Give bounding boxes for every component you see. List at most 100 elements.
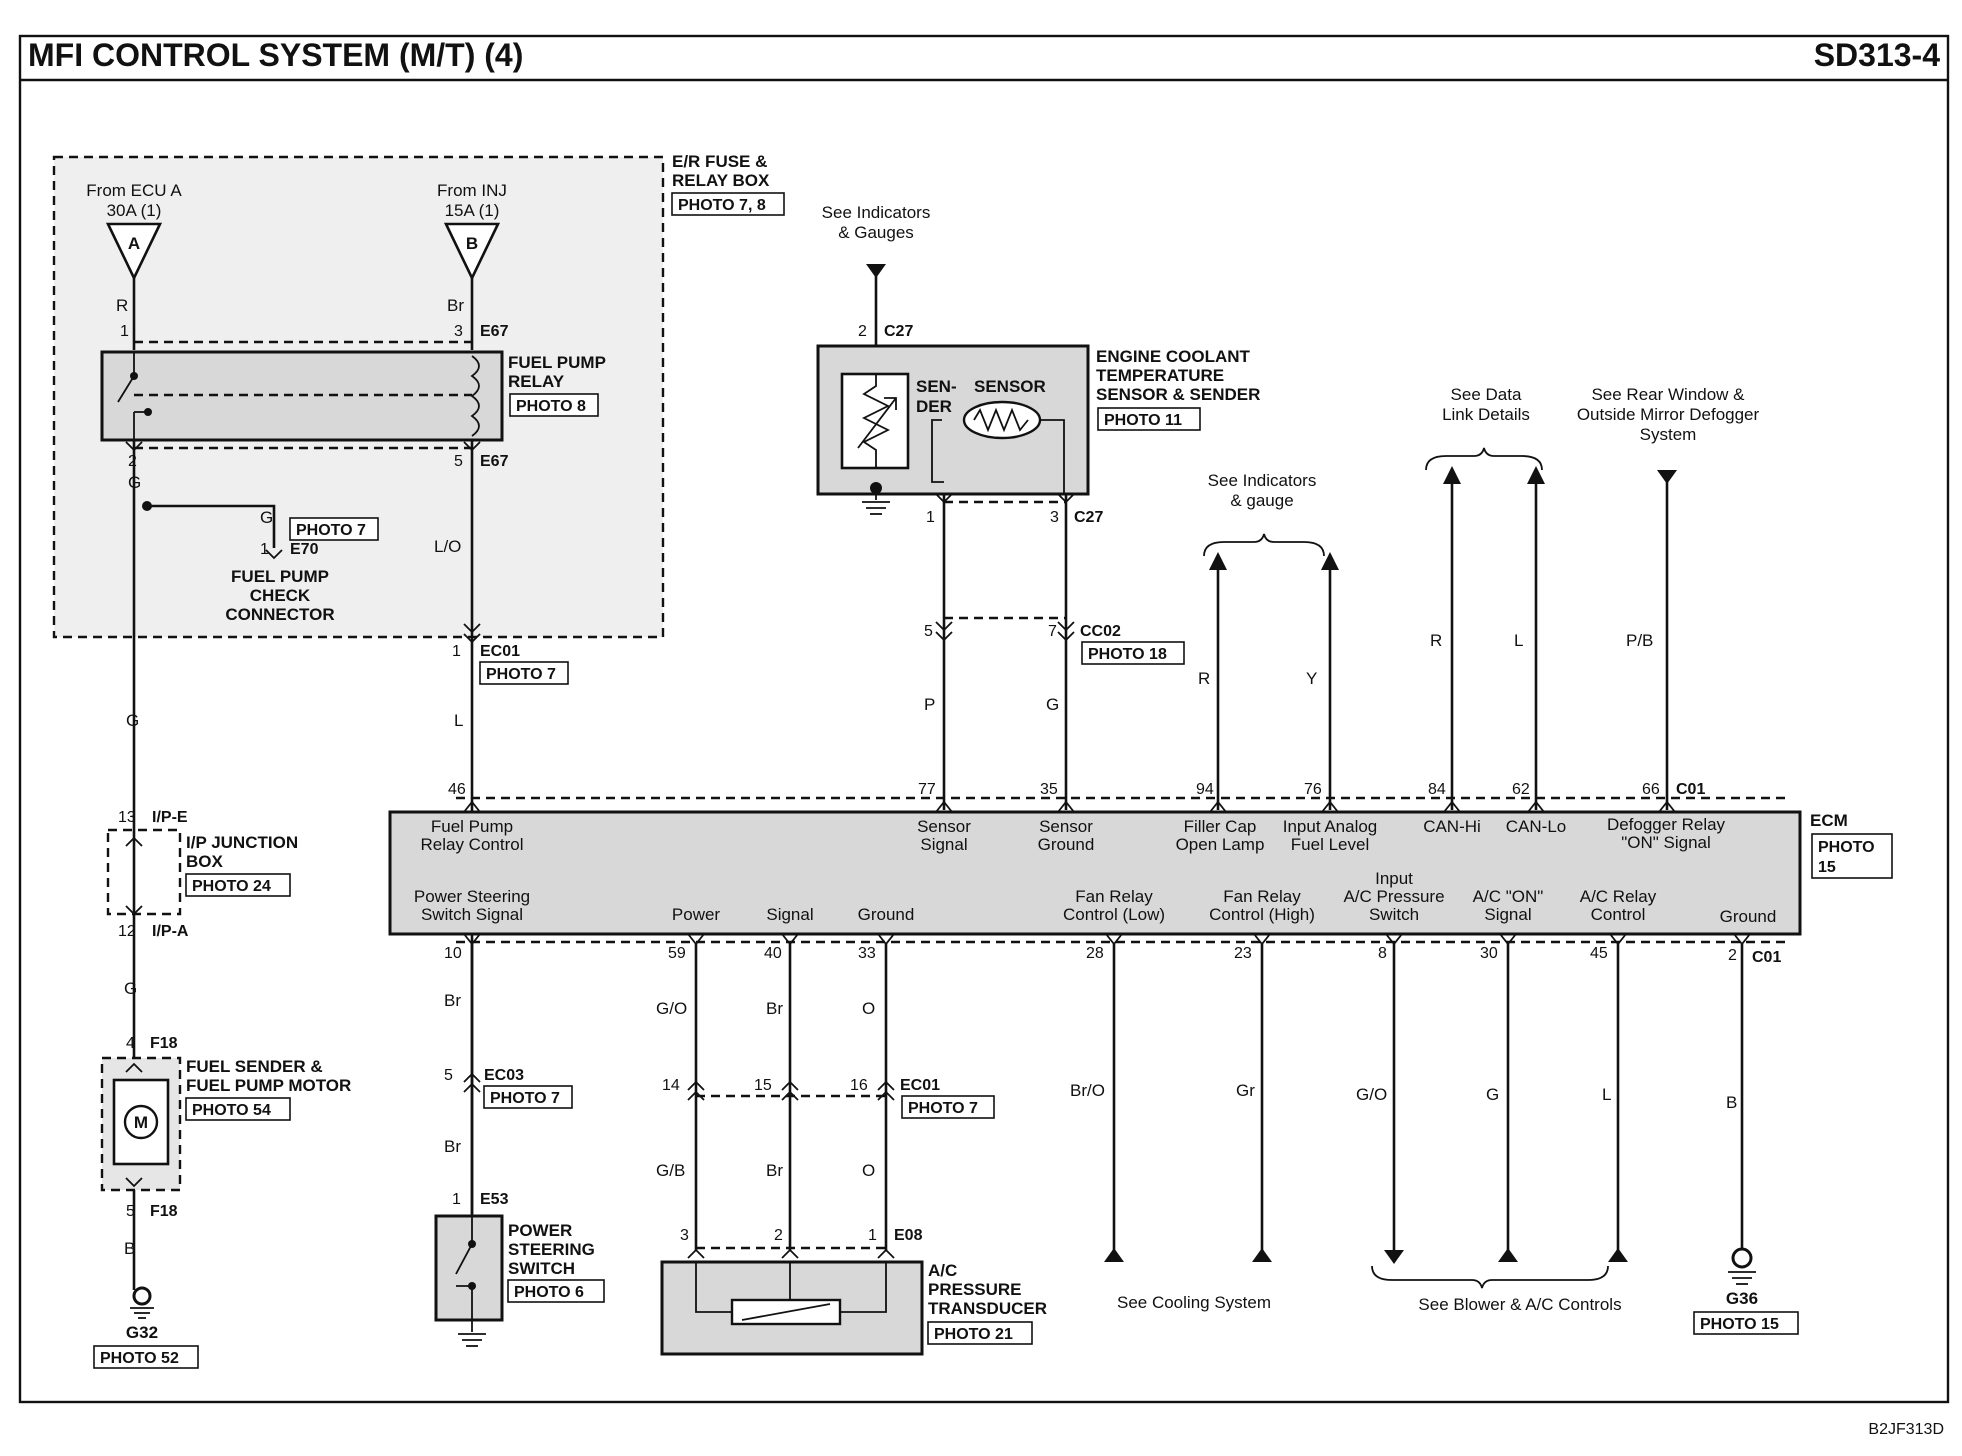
svg-text:Br: Br bbox=[444, 1137, 461, 1156]
svg-text:5: 5 bbox=[444, 1067, 453, 1084]
svg-text:RELAY: RELAY bbox=[508, 372, 565, 391]
svg-text:G/O: G/O bbox=[656, 999, 687, 1018]
svg-text:5: 5 bbox=[454, 453, 463, 470]
svg-text:16: 16 bbox=[850, 1077, 868, 1094]
svg-text:40: 40 bbox=[764, 945, 782, 962]
svg-text:E67: E67 bbox=[480, 453, 509, 470]
svg-text:CHECK: CHECK bbox=[250, 586, 311, 605]
svg-text:Link Details: Link Details bbox=[1442, 405, 1530, 424]
source-b-triangle bbox=[443, 222, 501, 281]
svg-text:1: 1 bbox=[452, 1191, 461, 1208]
svg-text:76: 76 bbox=[1304, 781, 1322, 798]
ecm-module bbox=[388, 810, 1802, 936]
svg-text:BOX: BOX bbox=[186, 852, 224, 871]
svg-text:28: 28 bbox=[1086, 945, 1104, 962]
svg-text:C01: C01 bbox=[1676, 781, 1705, 798]
svg-text:ENGINE COOLANT: ENGINE COOLANT bbox=[1096, 347, 1251, 366]
svg-text:B: B bbox=[124, 1239, 135, 1258]
svg-text:Switch Signal: Switch Signal bbox=[421, 905, 523, 924]
svg-text:Sensor: Sensor bbox=[917, 817, 971, 836]
svg-text:SENSOR & SENDER: SENSOR & SENDER bbox=[1096, 385, 1260, 404]
svg-text:G/B: G/B bbox=[656, 1161, 685, 1180]
source-a-triangle bbox=[105, 222, 163, 281]
svg-text:7: 7 bbox=[1048, 623, 1057, 640]
svg-text:Switch: Switch bbox=[1369, 905, 1419, 924]
svg-text:G36: G36 bbox=[1726, 1289, 1758, 1308]
ec01-top-photo: PHOTO 7 bbox=[486, 666, 556, 683]
ps-switch-photo: PHOTO 6 bbox=[514, 1284, 584, 1301]
svg-text:E08: E08 bbox=[894, 1227, 923, 1244]
svg-text:Y: Y bbox=[1306, 669, 1317, 688]
svg-text:L: L bbox=[454, 711, 463, 730]
svg-text:FUEL PUMP MOTOR: FUEL PUMP MOTOR bbox=[186, 1076, 351, 1095]
svg-text:A/C Relay: A/C Relay bbox=[1580, 887, 1657, 906]
svg-text:A: A bbox=[128, 234, 140, 253]
svg-text:M: M bbox=[134, 1113, 148, 1132]
svg-text:G/O: G/O bbox=[1356, 1085, 1387, 1104]
svg-text:Br: Br bbox=[444, 991, 461, 1010]
svg-text:Power: Power bbox=[672, 905, 721, 924]
svg-text:Filler Cap: Filler Cap bbox=[1184, 817, 1257, 836]
svg-text:14: 14 bbox=[662, 1077, 680, 1094]
svg-text:F18: F18 bbox=[150, 1035, 178, 1052]
svg-text:46: 46 bbox=[448, 781, 466, 798]
svg-text:1: 1 bbox=[260, 541, 269, 558]
svg-text:From INJ: From INJ bbox=[437, 181, 507, 200]
svg-text:FUEL SENDER &: FUEL SENDER & bbox=[186, 1057, 323, 1076]
svg-text:CAN-Hi: CAN-Hi bbox=[1423, 817, 1481, 836]
svg-text:Control (Low): Control (Low) bbox=[1063, 905, 1165, 924]
svg-text:Sensor: Sensor bbox=[1039, 817, 1093, 836]
svg-text:3: 3 bbox=[680, 1227, 689, 1244]
g32-photo: PHOTO 52 bbox=[100, 1350, 179, 1367]
svg-text:EC01: EC01 bbox=[900, 1077, 940, 1094]
svg-text:Control (High): Control (High) bbox=[1209, 905, 1315, 924]
svg-text:B: B bbox=[1726, 1093, 1737, 1112]
cc02-photo: PHOTO 18 bbox=[1088, 646, 1167, 663]
svg-text:L: L bbox=[1514, 631, 1523, 650]
svg-text:Br: Br bbox=[766, 999, 783, 1018]
er-box-photo: PHOTO 7, 8 bbox=[678, 197, 766, 214]
svg-text:3: 3 bbox=[454, 323, 463, 340]
svg-text:3: 3 bbox=[1050, 509, 1059, 526]
svg-text:Signal: Signal bbox=[766, 905, 813, 924]
svg-text:2: 2 bbox=[1728, 947, 1737, 964]
svg-text:SWITCH: SWITCH bbox=[508, 1259, 575, 1278]
svg-text:G: G bbox=[124, 979, 137, 998]
svg-text:R: R bbox=[116, 296, 128, 315]
power-steering-switch bbox=[434, 1214, 504, 1322]
svg-text:& gauge: & gauge bbox=[1230, 491, 1293, 510]
svg-text:E53: E53 bbox=[480, 1191, 509, 1208]
svg-text:L: L bbox=[1602, 1085, 1611, 1104]
svg-text:2: 2 bbox=[858, 323, 867, 340]
svg-text:CAN-Lo: CAN-Lo bbox=[1506, 817, 1566, 836]
svg-text:Br/O: Br/O bbox=[1070, 1081, 1105, 1100]
svg-text:2: 2 bbox=[128, 453, 137, 470]
svg-text:Control: Control bbox=[1591, 905, 1646, 924]
svg-text:Fuel Pump: Fuel Pump bbox=[431, 817, 513, 836]
svg-text:15: 15 bbox=[754, 1077, 772, 1094]
g36-photo: PHOTO 15 bbox=[1700, 1316, 1779, 1333]
svg-text:Fuel Level: Fuel Level bbox=[1291, 835, 1369, 854]
svg-text:77: 77 bbox=[918, 781, 936, 798]
svg-text:B: B bbox=[466, 234, 478, 253]
diagram-code: SD313-4 bbox=[1814, 37, 1941, 73]
svg-text:30A (1): 30A (1) bbox=[107, 201, 162, 220]
svg-text:66: 66 bbox=[1642, 781, 1660, 798]
ecm-photo: PHOTO bbox=[1818, 839, 1875, 856]
ecm-top-pins bbox=[463, 800, 1676, 813]
svg-text:G: G bbox=[1486, 1085, 1499, 1104]
fuel-pump-check-photo: PHOTO 7 bbox=[296, 522, 366, 539]
svg-text:See Indicators: See Indicators bbox=[822, 203, 931, 222]
svg-text:1: 1 bbox=[926, 509, 935, 526]
svg-text:See Cooling System: See Cooling System bbox=[1117, 1293, 1271, 1312]
svg-text:CONNECTOR: CONNECTOR bbox=[225, 605, 334, 624]
svg-text:I/P JUNCTION: I/P JUNCTION bbox=[186, 833, 298, 852]
svg-text:F18: F18 bbox=[150, 1203, 178, 1220]
footer-ref: B2JF313D bbox=[1868, 1421, 1944, 1438]
svg-text:PRESSURE: PRESSURE bbox=[928, 1280, 1022, 1299]
svg-text:Br: Br bbox=[766, 1161, 783, 1180]
svg-text:C01: C01 bbox=[1752, 949, 1781, 966]
fuel-pump-motor-icon bbox=[123, 1104, 159, 1140]
svg-text:EC01: EC01 bbox=[480, 643, 520, 660]
